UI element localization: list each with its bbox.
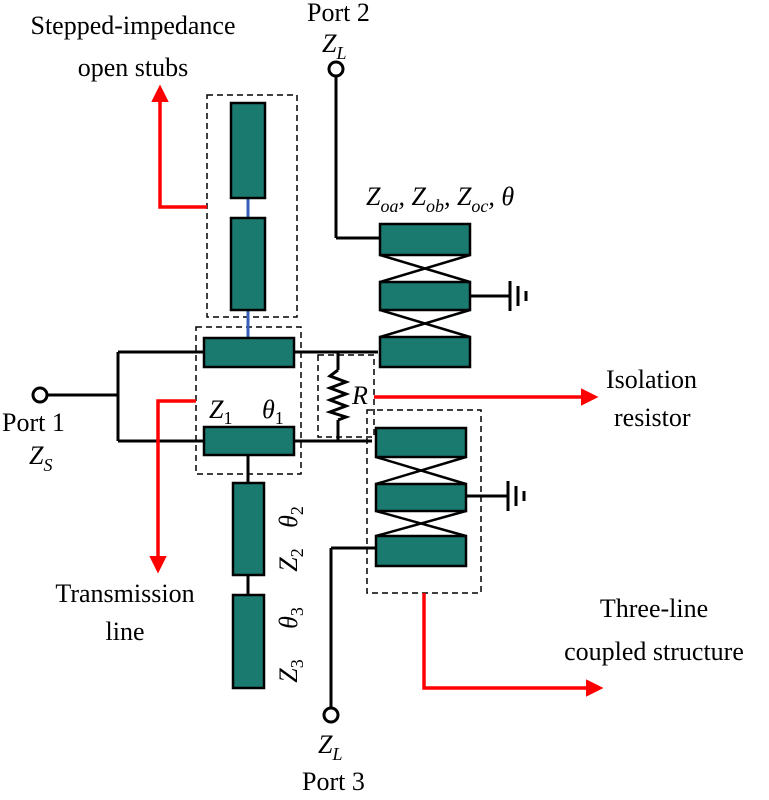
isolation-callout-line1: Isolation <box>606 365 697 394</box>
stub-section-lower <box>229 216 267 312</box>
callout-arrows <box>149 84 604 697</box>
coupled-crossings-bottom <box>375 455 467 538</box>
isolation-callout-line2: resistor <box>614 403 691 432</box>
coupled-line-a-bottom <box>374 426 468 459</box>
port2-terminal-icon <box>327 60 345 78</box>
wires <box>46 76 510 708</box>
theta1-label: θ1 <box>262 395 284 428</box>
theta2-label: θ2 <box>274 506 307 528</box>
stubs-callout-line2: open stubs <box>78 53 189 82</box>
coupled-callout-line2: coupled structure <box>564 637 744 666</box>
stubs-callout-line1: Stepped-impedance <box>30 11 235 40</box>
zs-label: ZS <box>29 441 52 475</box>
coupled-arrow <box>422 593 604 697</box>
coupled-params-label: Zoa, Zob, Zoc, θ <box>366 182 514 216</box>
series-section-z3 <box>231 593 266 690</box>
ground-icon <box>506 481 526 511</box>
ground-icon <box>508 281 528 311</box>
theta3-label: θ3 <box>274 607 307 629</box>
coupled-line-a-top <box>378 222 472 257</box>
coupled-line-c-bottom <box>374 534 468 568</box>
zl-bottom-label: ZL <box>318 730 342 764</box>
coupled-line-b-top <box>378 280 472 312</box>
port1-terminal-icon <box>31 386 49 404</box>
coupled-crossings-top <box>379 253 471 339</box>
transmission-arrow <box>149 399 196 574</box>
z2-label: Z2 <box>274 548 307 571</box>
z3-label: Z3 <box>274 659 307 682</box>
resistor-icon <box>325 368 351 422</box>
transmission-section-lower <box>202 425 296 457</box>
coupled-line-c-top <box>378 335 472 369</box>
coupled-line-b-bottom <box>374 482 468 513</box>
resistor-group-box <box>317 354 375 438</box>
zl-top-label: ZL <box>322 29 346 63</box>
z1-label: Z1 <box>209 395 232 428</box>
r-label: R <box>351 381 368 410</box>
tl-callout-line2: line <box>106 617 145 646</box>
coupled-callout-line1: Three-line <box>600 594 708 623</box>
stubs-arrow <box>151 84 207 209</box>
tl-callout-line1: Transmission <box>55 579 194 608</box>
port1-label: Port 1 <box>2 408 65 437</box>
port2-label: Port 2 <box>307 0 370 27</box>
line-sections <box>202 101 472 690</box>
port3-label: Port 3 <box>302 767 365 796</box>
transmission-section-upper <box>202 336 296 369</box>
stub-section-upper <box>229 101 267 200</box>
series-section-z2 <box>231 481 266 577</box>
port3-terminal-icon <box>322 706 340 724</box>
